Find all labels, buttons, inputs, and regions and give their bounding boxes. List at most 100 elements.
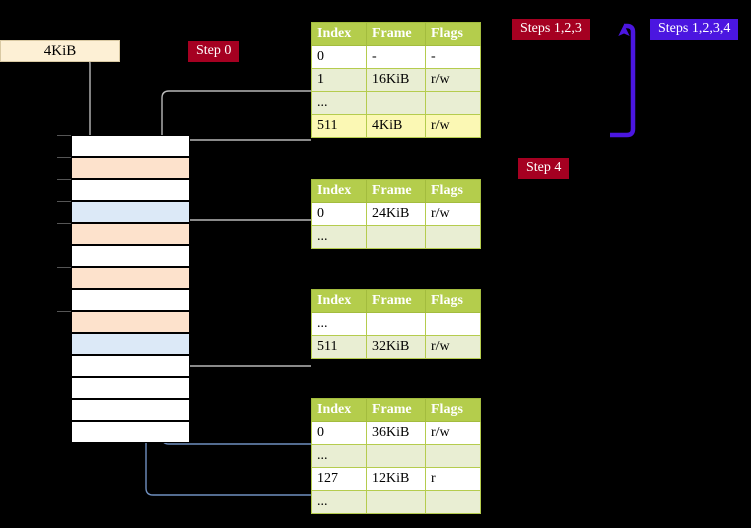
cell-index: 0 (311, 202, 367, 226)
cell-index: 127 (311, 467, 367, 491)
size-label-4kib: 4KiB (0, 40, 120, 62)
memory-frame-11 (71, 377, 190, 399)
connector-l1-row0 (180, 219, 311, 252)
memory-frame-9 (71, 333, 190, 355)
memory-frame-5 (71, 245, 190, 267)
badge-step-4: Step 4 (518, 158, 570, 179)
column-header-frame: Frame (366, 289, 426, 313)
column-header-index: Index (311, 22, 367, 46)
cell-flags (425, 490, 481, 514)
column-header-index: Index (311, 179, 367, 203)
memory-frame-6 (71, 267, 190, 289)
cell-index: 511 (311, 335, 367, 359)
memory-tick-1 (57, 157, 71, 158)
cell-frame: 24KiB (366, 202, 426, 226)
size-leader-line (82, 55, 97, 146)
table-row[interactable]: ... (311, 91, 481, 115)
memory-tick-6 (57, 311, 71, 312)
column-header-flags: Flags (425, 398, 481, 422)
cell-flags (425, 312, 481, 336)
column-header-frame: Frame (366, 398, 426, 422)
cell-frame (366, 91, 426, 115)
cell-frame: 16KiB (366, 68, 426, 92)
memory-frame-10 (71, 355, 190, 377)
table-row[interactable]: ... (311, 490, 481, 514)
memory-tick-2 (57, 179, 71, 180)
column-header-flags: Flags (425, 179, 481, 203)
cell-frame (366, 490, 426, 514)
cell-flags: r/w (425, 114, 481, 138)
memory-tick-5 (57, 267, 71, 268)
cell-frame: 32KiB (366, 335, 426, 359)
cell-frame: - (366, 45, 426, 69)
badge-step-0: Step 0 (188, 41, 240, 62)
column-header-index: Index (311, 398, 367, 422)
memory-frame-1 (71, 157, 190, 179)
cell-frame (366, 444, 426, 468)
cell-frame: 4KiB (366, 114, 426, 138)
table-row[interactable]: ... (311, 444, 481, 468)
cell-index: ... (311, 490, 367, 514)
cell-flags (425, 444, 481, 468)
connector-l2-row511 (175, 310, 311, 367)
cell-index: ... (311, 444, 367, 468)
cell-flags: r/w (425, 335, 481, 359)
physical-memory-column (71, 135, 190, 443)
memory-frame-4 (71, 223, 190, 245)
cell-index: ... (311, 225, 367, 249)
memory-frame-12 (71, 399, 190, 421)
column-header-frame: Frame (366, 179, 426, 203)
cell-index: ... (311, 91, 367, 115)
memory-tick-3 (57, 201, 71, 202)
table-row[interactable]: ... (311, 312, 481, 336)
cell-frame: 36KiB (366, 421, 426, 445)
column-header-index: Index (311, 289, 367, 313)
memory-frame-2 (71, 179, 190, 201)
column-header-flags: Flags (425, 289, 481, 313)
memory-frame-8 (71, 311, 190, 333)
column-header-frame: Frame (366, 22, 426, 46)
cell-flags (425, 225, 481, 249)
memory-frame-7 (71, 289, 190, 311)
cell-index: ... (311, 312, 367, 336)
badge-steps-1234: Steps 1,2,3,4 (650, 19, 739, 40)
badge-steps-123: Steps 1,2,3 (512, 19, 590, 40)
cell-frame (366, 312, 426, 336)
cell-flags: - (425, 45, 481, 69)
cell-index: 511 (311, 114, 367, 138)
memory-tick-0 (57, 135, 71, 136)
memory-frame-3 (71, 201, 190, 223)
cell-index: 0 (311, 45, 367, 69)
cell-flags: r/w (425, 202, 481, 226)
table-row[interactable]: 0-- (311, 45, 481, 69)
cell-index: 0 (311, 421, 367, 445)
cell-flags (425, 91, 481, 115)
connector-l0-row511 (170, 139, 311, 164)
memory-frame-0 (71, 135, 190, 157)
column-header-flags: Flags (425, 22, 481, 46)
cell-index: 1 (311, 68, 367, 92)
cell-frame: 12KiB (366, 467, 426, 491)
memory-frame-13 (71, 421, 190, 443)
memory-tick-4 (57, 223, 71, 224)
table-row[interactable]: ... (311, 225, 481, 249)
purple-step-arrow (610, 23, 636, 138)
cell-flags: r/w (425, 68, 481, 92)
cell-frame (366, 225, 426, 249)
cell-flags: r (425, 467, 481, 491)
cell-flags: r/w (425, 421, 481, 445)
